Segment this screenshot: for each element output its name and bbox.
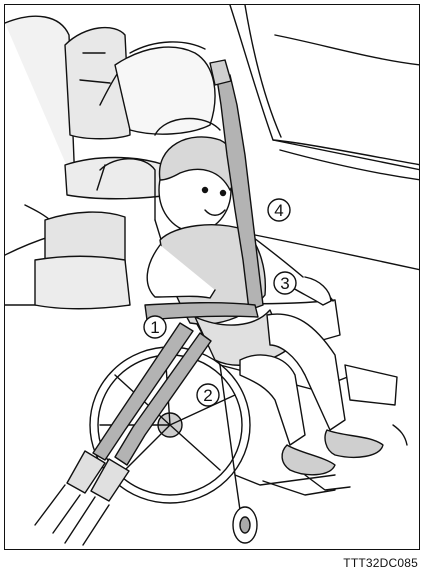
callout-1: 1 xyxy=(144,316,166,338)
callout-4-label: 4 xyxy=(274,201,283,220)
callout-4: 4 xyxy=(268,199,290,221)
illustration-frame: 1 2 3 4 xyxy=(4,4,420,550)
child-figure xyxy=(147,119,383,475)
callout-3-label: 3 xyxy=(280,274,289,293)
wheelchair-tiedown-illustration: 1 2 3 4 xyxy=(5,5,420,550)
callout-2: 2 xyxy=(197,384,219,406)
callout-1-label: 1 xyxy=(150,318,159,337)
callout-3: 3 xyxy=(274,272,296,294)
callout-2-label: 2 xyxy=(203,386,212,405)
figure-code: TTT32DC085 xyxy=(343,556,418,570)
wheelchair-tiedown-straps xyxy=(35,323,211,545)
